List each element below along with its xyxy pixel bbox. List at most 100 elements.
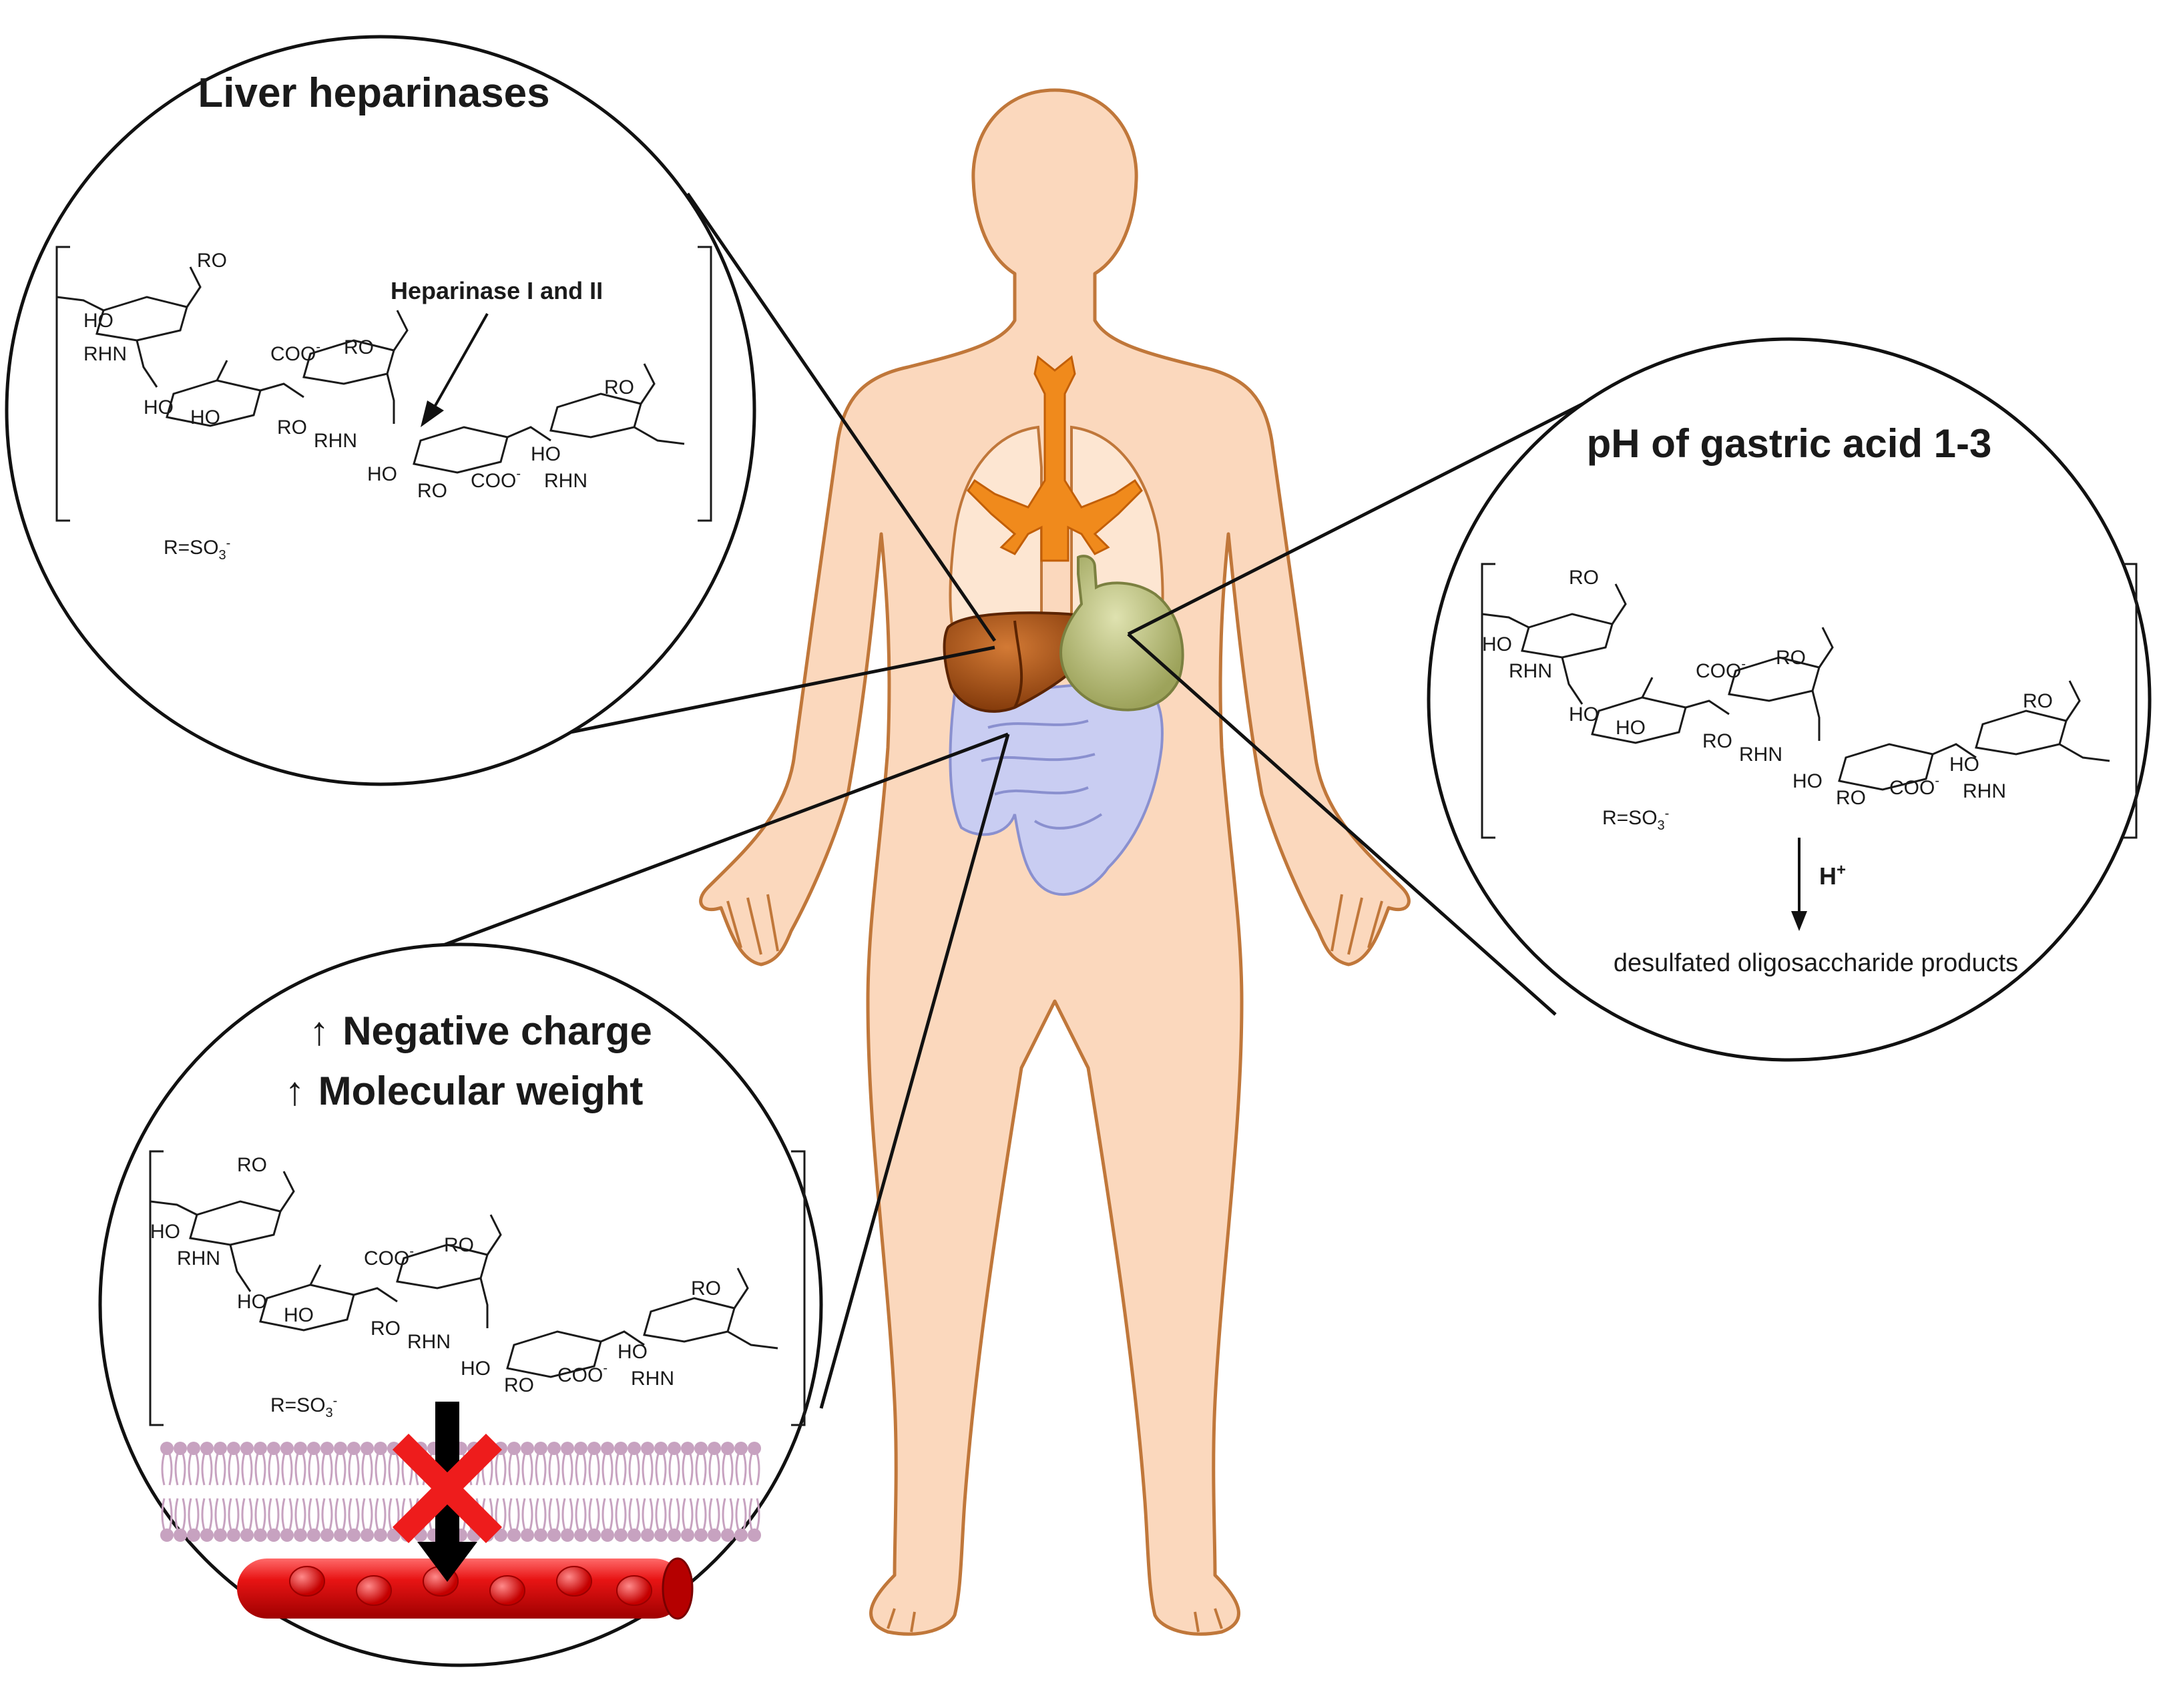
lipid-tail (214, 1498, 226, 1530)
chem-ro: RO (417, 480, 447, 502)
lipid-tail (561, 1453, 573, 1486)
lipid-head (681, 1442, 694, 1455)
chem-coo: COO- (557, 1361, 608, 1386)
lipid-head (360, 1442, 374, 1455)
r-definition: R=SO3- (164, 536, 230, 563)
heparinase-enzyme-label: Heparinase I and II (391, 277, 603, 304)
lipid-tail (174, 1453, 186, 1486)
chem-coo: COO- (1696, 657, 1746, 682)
chem-ho: HO (618, 1341, 648, 1363)
lipid-head (240, 1442, 254, 1455)
lipid-head (320, 1528, 334, 1542)
chem-rhn: RHN (177, 1247, 220, 1269)
chem-ro: RO (197, 250, 227, 272)
chem-ro: RO (1776, 647, 1806, 669)
lipid-tail (375, 1498, 387, 1530)
chem-ho: HO (1482, 633, 1512, 655)
chem-ro: RO (344, 336, 374, 358)
negative-charge-label: ↑Negative charge (309, 1009, 652, 1053)
lipid-head (507, 1528, 521, 1542)
chem-ho: HO (1949, 754, 1979, 776)
lipid-head (721, 1442, 734, 1455)
lipid-tail (161, 1498, 173, 1530)
lipid-tail (682, 1498, 694, 1530)
lipid-head (294, 1442, 307, 1455)
lipid-tail (388, 1453, 400, 1486)
lipid-head (641, 1442, 654, 1455)
chem-ro: RO (1836, 787, 1866, 809)
liver-panel-title: Liver heparinases (198, 70, 549, 116)
connector-lines (400, 192, 1637, 1409)
lipid-head (694, 1442, 708, 1455)
lipid-tail (348, 1498, 360, 1530)
lipid-tail (254, 1498, 266, 1530)
chem-ho: HO (1616, 717, 1646, 739)
chem-coo: COO- (471, 467, 521, 492)
lipid-tail (281, 1453, 293, 1486)
lipid-tail (601, 1498, 614, 1530)
blood-vessel (237, 1557, 694, 1620)
lipid-head (628, 1442, 641, 1455)
lipid-tail (682, 1453, 694, 1486)
red-blood-cell (616, 1575, 652, 1606)
chem-ho: HO (144, 396, 174, 418)
human-body (699, 88, 1411, 1636)
lipid-tail (268, 1498, 280, 1530)
stomach-icon (1059, 555, 1184, 711)
lipid-tail (748, 1498, 760, 1530)
acid-label: H+ (1819, 861, 1846, 890)
lipid-tail (722, 1453, 734, 1486)
liver-heparinase-panel: Liver heparinases RO HO RHN COO- RO HO H… (5, 35, 756, 786)
lipid-head (280, 1528, 294, 1542)
lipid-head (721, 1528, 734, 1542)
chem-ho: HO (531, 443, 561, 465)
lipid-head (334, 1528, 347, 1542)
lipid-head (174, 1528, 187, 1542)
lipid-tail (655, 1453, 667, 1486)
lipid-head (200, 1528, 214, 1542)
red-blood-cell (556, 1566, 592, 1597)
chem-ro: RO (1569, 567, 1599, 589)
lipid-head (654, 1528, 668, 1542)
lipid-head (267, 1442, 280, 1455)
lipid-head (668, 1442, 681, 1455)
chem-ho: HO (367, 463, 397, 485)
chem-coo: COO- (270, 340, 320, 365)
lipid-tail (668, 1453, 680, 1486)
lipid-tail (294, 1498, 306, 1530)
lipid-head (534, 1528, 547, 1542)
lipid-head (374, 1442, 387, 1455)
lipid-head (748, 1528, 761, 1542)
lipid-tail (615, 1498, 627, 1530)
lipid-head (187, 1528, 200, 1542)
feet-lines (887, 1608, 1223, 1633)
lipid-tail (575, 1498, 587, 1530)
lipid-tail (708, 1498, 720, 1530)
chem-ro: RO (691, 1277, 721, 1300)
chem-rhn: RHN (1963, 780, 2006, 802)
red-blood-cell (356, 1575, 392, 1606)
lipid-tail (695, 1498, 707, 1530)
lipid-tail (201, 1498, 213, 1530)
lipid-tail (535, 1498, 547, 1530)
lipid-tail (334, 1498, 346, 1530)
lipid-tail (188, 1498, 200, 1530)
chem-ho: HO (1792, 770, 1823, 792)
chem-ho: HO (150, 1221, 180, 1243)
chem-ro: RO (277, 416, 307, 439)
lipid-tail (201, 1453, 213, 1486)
chem-ho: HO (284, 1304, 314, 1326)
lipid-head (160, 1442, 174, 1455)
lipid-head (347, 1442, 360, 1455)
lipid-head (187, 1442, 200, 1455)
chem-rhn: RHN (407, 1331, 451, 1353)
lipid-head (614, 1442, 628, 1455)
liver-panel-circle (5, 35, 756, 786)
lipid-tail (254, 1453, 266, 1486)
lipid-head (254, 1442, 267, 1455)
lipid-tail (655, 1498, 667, 1530)
lipid-head (360, 1528, 374, 1542)
red-blood-cell (289, 1566, 325, 1597)
lipid-head (734, 1442, 748, 1455)
